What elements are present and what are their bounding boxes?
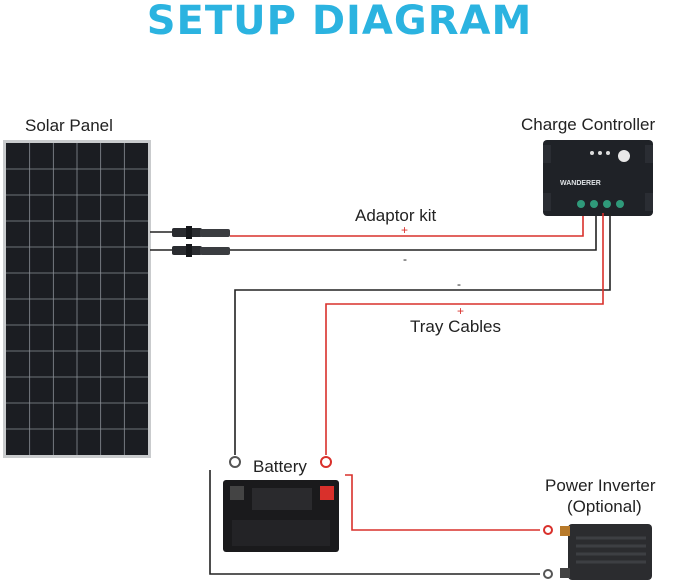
adaptor-negative-sign: - — [403, 252, 407, 266]
inverter-wires — [209, 470, 553, 579]
inverter-positive-wire — [345, 474, 540, 531]
tray-negative-wire — [234, 213, 611, 455]
solar-panel — [3, 140, 151, 458]
power-inverter-optional-label: (Optional) — [567, 497, 642, 516]
battery-label: Battery — [253, 457, 307, 476]
adaptor-kit-label: Adaptor kit — [355, 206, 437, 225]
tray-positive-sign: + — [457, 304, 465, 318]
adaptor-positive-sign: + — [401, 223, 409, 237]
tray-positive-wire — [325, 213, 604, 455]
panel-grid-lines — [6, 143, 148, 455]
adaptor-positive-wire — [230, 213, 584, 237]
power-inverter — [560, 524, 652, 580]
tray-cables-label: Tray Cables — [410, 317, 502, 336]
battery — [223, 480, 339, 552]
charge-controller-label: Charge Controller — [521, 115, 656, 134]
charge-controller — [543, 140, 653, 216]
tray-negative-sign: - — [457, 277, 461, 291]
diagram-title: SETUP DIAGRAM — [146, 0, 533, 44]
adaptor-kit-wires — [150, 213, 597, 251]
inverter-negative-wire — [209, 470, 540, 575]
tray-cables — [234, 213, 611, 455]
battery-ring-terminals — [229, 456, 332, 468]
controller-button — [618, 150, 630, 162]
solar-panel-label: Solar Panel — [25, 116, 113, 135]
mc4-connectors — [172, 226, 230, 257]
adaptor-negative-wire — [230, 213, 597, 251]
power-inverter-label: Power Inverter — [545, 476, 656, 495]
controller-brand-label: WANDERER — [560, 180, 601, 187]
